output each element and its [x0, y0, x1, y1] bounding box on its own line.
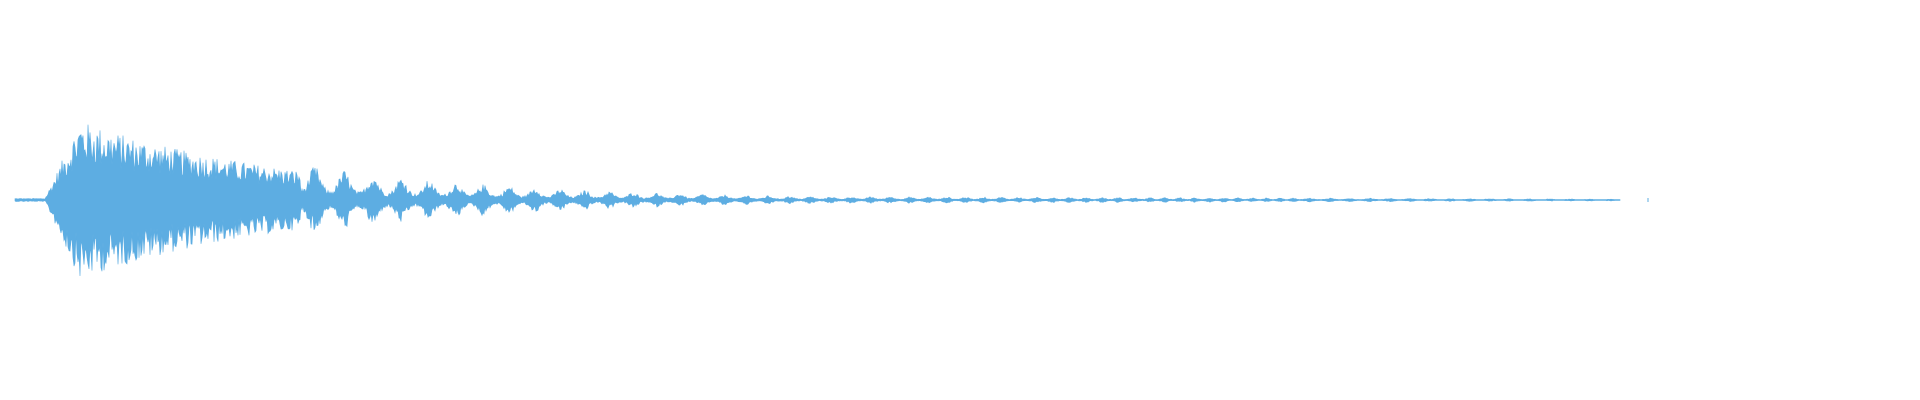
waveform-path — [14, 124, 1621, 277]
